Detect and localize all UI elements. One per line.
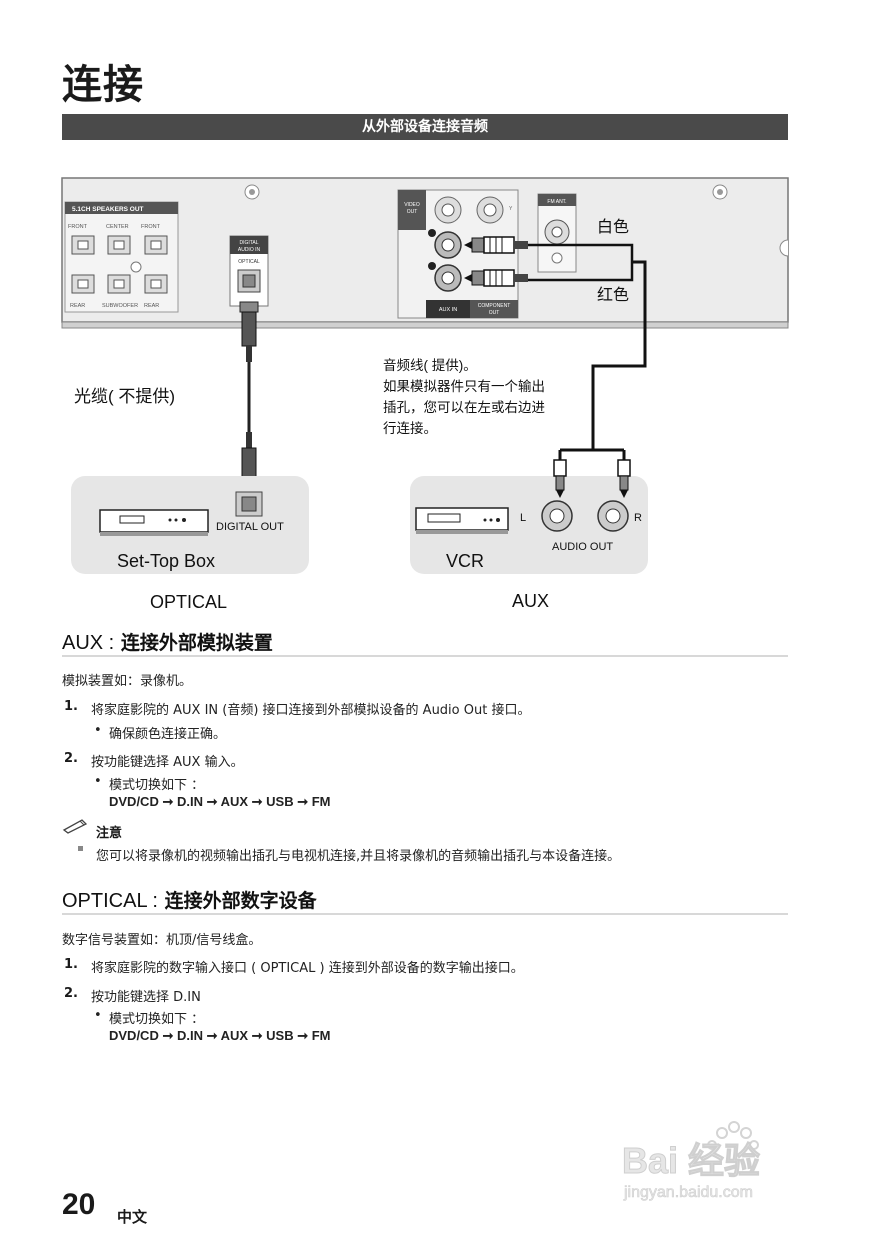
- optical-heading-cn: 连接外部数字设备: [157, 890, 317, 912]
- optical-step2-bullet-dot: •: [94, 1008, 102, 1023]
- optical-heading: OPTICAL : 连接外部数字设备: [62, 886, 317, 913]
- audio-cable-note-4: 行连接。: [383, 420, 437, 436]
- aux-heading-en: AUX :: [62, 632, 115, 654]
- page-number: 20: [62, 1188, 96, 1221]
- audio-out-label: AUDIO OUT: [552, 541, 613, 553]
- connection-diagram: 5.1CH SPEAKERS OUT FRONT CENTER FRONT RE…: [61, 177, 789, 612]
- component-out-label: COMPONENT: [478, 303, 511, 309]
- watermark-url: jingyan.baidu.com: [623, 1184, 753, 1201]
- red-label: 红色: [597, 286, 629, 304]
- vcr-panel: [410, 476, 648, 574]
- aux-step1-num: 1.: [64, 699, 78, 714]
- audio-cable-note-2: 如果模拟器件只有一个输出: [383, 379, 545, 394]
- page-language: 中文: [117, 1208, 148, 1226]
- aux-caption: AUX: [512, 591, 549, 611]
- note-text: 您可以将录像机的视频输出插孔与电视机连接,并且将录像机的音频输出插孔与本设备连接…: [96, 849, 621, 864]
- note-title: 注意: [96, 826, 123, 841]
- optical-port-label: OPTICAL: [238, 259, 260, 265]
- aux-heading-cn: 连接外部模拟装置: [114, 632, 273, 654]
- front-l-label: FRONT: [141, 224, 161, 230]
- optical-heading-rule: [62, 913, 788, 915]
- white-label: 白色: [597, 218, 629, 236]
- fm-ant-label: FM ANT.: [547, 199, 566, 205]
- aux-intro: 模拟装置如：录像机。: [62, 674, 193, 689]
- aux-step2-num: 2.: [64, 751, 78, 766]
- aux-step1-bullet-dot: •: [94, 723, 102, 738]
- audio-cable-note-3: 插孔，您可以在左或右边进: [383, 399, 545, 415]
- speakers-out-label: 5.1CH SPEAKERS OUT: [72, 206, 144, 213]
- aux-step1-bullet: 确保颜色连接正确。: [109, 727, 227, 742]
- r-label: R: [634, 512, 642, 524]
- optical-step1-num: 1.: [64, 957, 78, 972]
- aux-heading: AUX : 连接外部模拟装置: [62, 628, 273, 655]
- subwoofer-label: SUBWOOFER: [102, 303, 138, 309]
- optical-intro: 数字信号装置如：机顶/信号线盒。: [62, 933, 262, 948]
- optical-heading-en: OPTICAL :: [62, 890, 158, 912]
- audio-cable-note-1: 音频线( 提供)。: [383, 357, 477, 373]
- optical-step1: 将家庭影院的数字输入接口 ( OPTICAL ) 连接到外部设备的数字输出接口。: [91, 961, 524, 976]
- optical-step2-bullet: 模式切换如下 ：: [109, 1012, 205, 1027]
- l-label: L: [520, 512, 526, 524]
- optical-step2: 按功能键选择 D.IN: [91, 990, 201, 1005]
- svg-text:OUT: OUT: [407, 209, 418, 215]
- aux-in-label: AUX IN: [439, 307, 457, 313]
- vcr-label: VCR: [446, 551, 484, 571]
- rear-l-label: REAR: [144, 303, 159, 309]
- aux-step2: 按功能键选择 AUX 输入。: [91, 755, 244, 770]
- optical-mode-sequence: DVD/CD ➞ D.IN ➞ AUX ➞ USB ➞ FM: [109, 1028, 331, 1043]
- svg-text:AUDIO IN: AUDIO IN: [238, 247, 261, 253]
- baidu-watermark: Bai 经验 jingyan.baidu.com: [622, 1121, 761, 1201]
- center-label: CENTER: [106, 224, 129, 230]
- section-banner: 从外部设备连接音频: [62, 114, 788, 140]
- digital-audio-in-label: DIGITAL: [239, 240, 258, 246]
- svg-text:OUT: OUT: [489, 310, 500, 316]
- aux-mode-sequence: DVD/CD ➞ D.IN ➞ AUX ➞ USB ➞ FM: [109, 794, 331, 809]
- optical-step2-num: 2.: [64, 986, 78, 1001]
- speakers-block: [64, 201, 179, 313]
- optical-caption: OPTICAL: [150, 592, 227, 612]
- rear-r-label: REAR: [70, 303, 85, 309]
- aux-step1: 将家庭影院的 AUX IN (音频) 接口连接到外部模拟设备的 Audio Ou…: [91, 703, 531, 718]
- aux-step2-bullet-dot: •: [94, 774, 102, 789]
- video-out-label: VIDEO: [404, 202, 420, 208]
- pencil-icon: [62, 819, 88, 834]
- set-top-box-label: Set-Top Box: [117, 551, 215, 571]
- note-bullet: [78, 846, 83, 851]
- front-r-label: FRONT: [68, 224, 88, 230]
- y-label: Y: [509, 206, 513, 212]
- page-title: 连接: [62, 62, 144, 108]
- digital-out-label: DIGITAL OUT: [216, 521, 284, 533]
- optical-cable-label: 光缆( 不提供): [74, 387, 175, 406]
- watermark-brand: Bai 经验: [622, 1140, 760, 1181]
- aux-step2-bullet: 模式切换如下 ：: [109, 778, 205, 793]
- aux-heading-rule: [62, 655, 788, 657]
